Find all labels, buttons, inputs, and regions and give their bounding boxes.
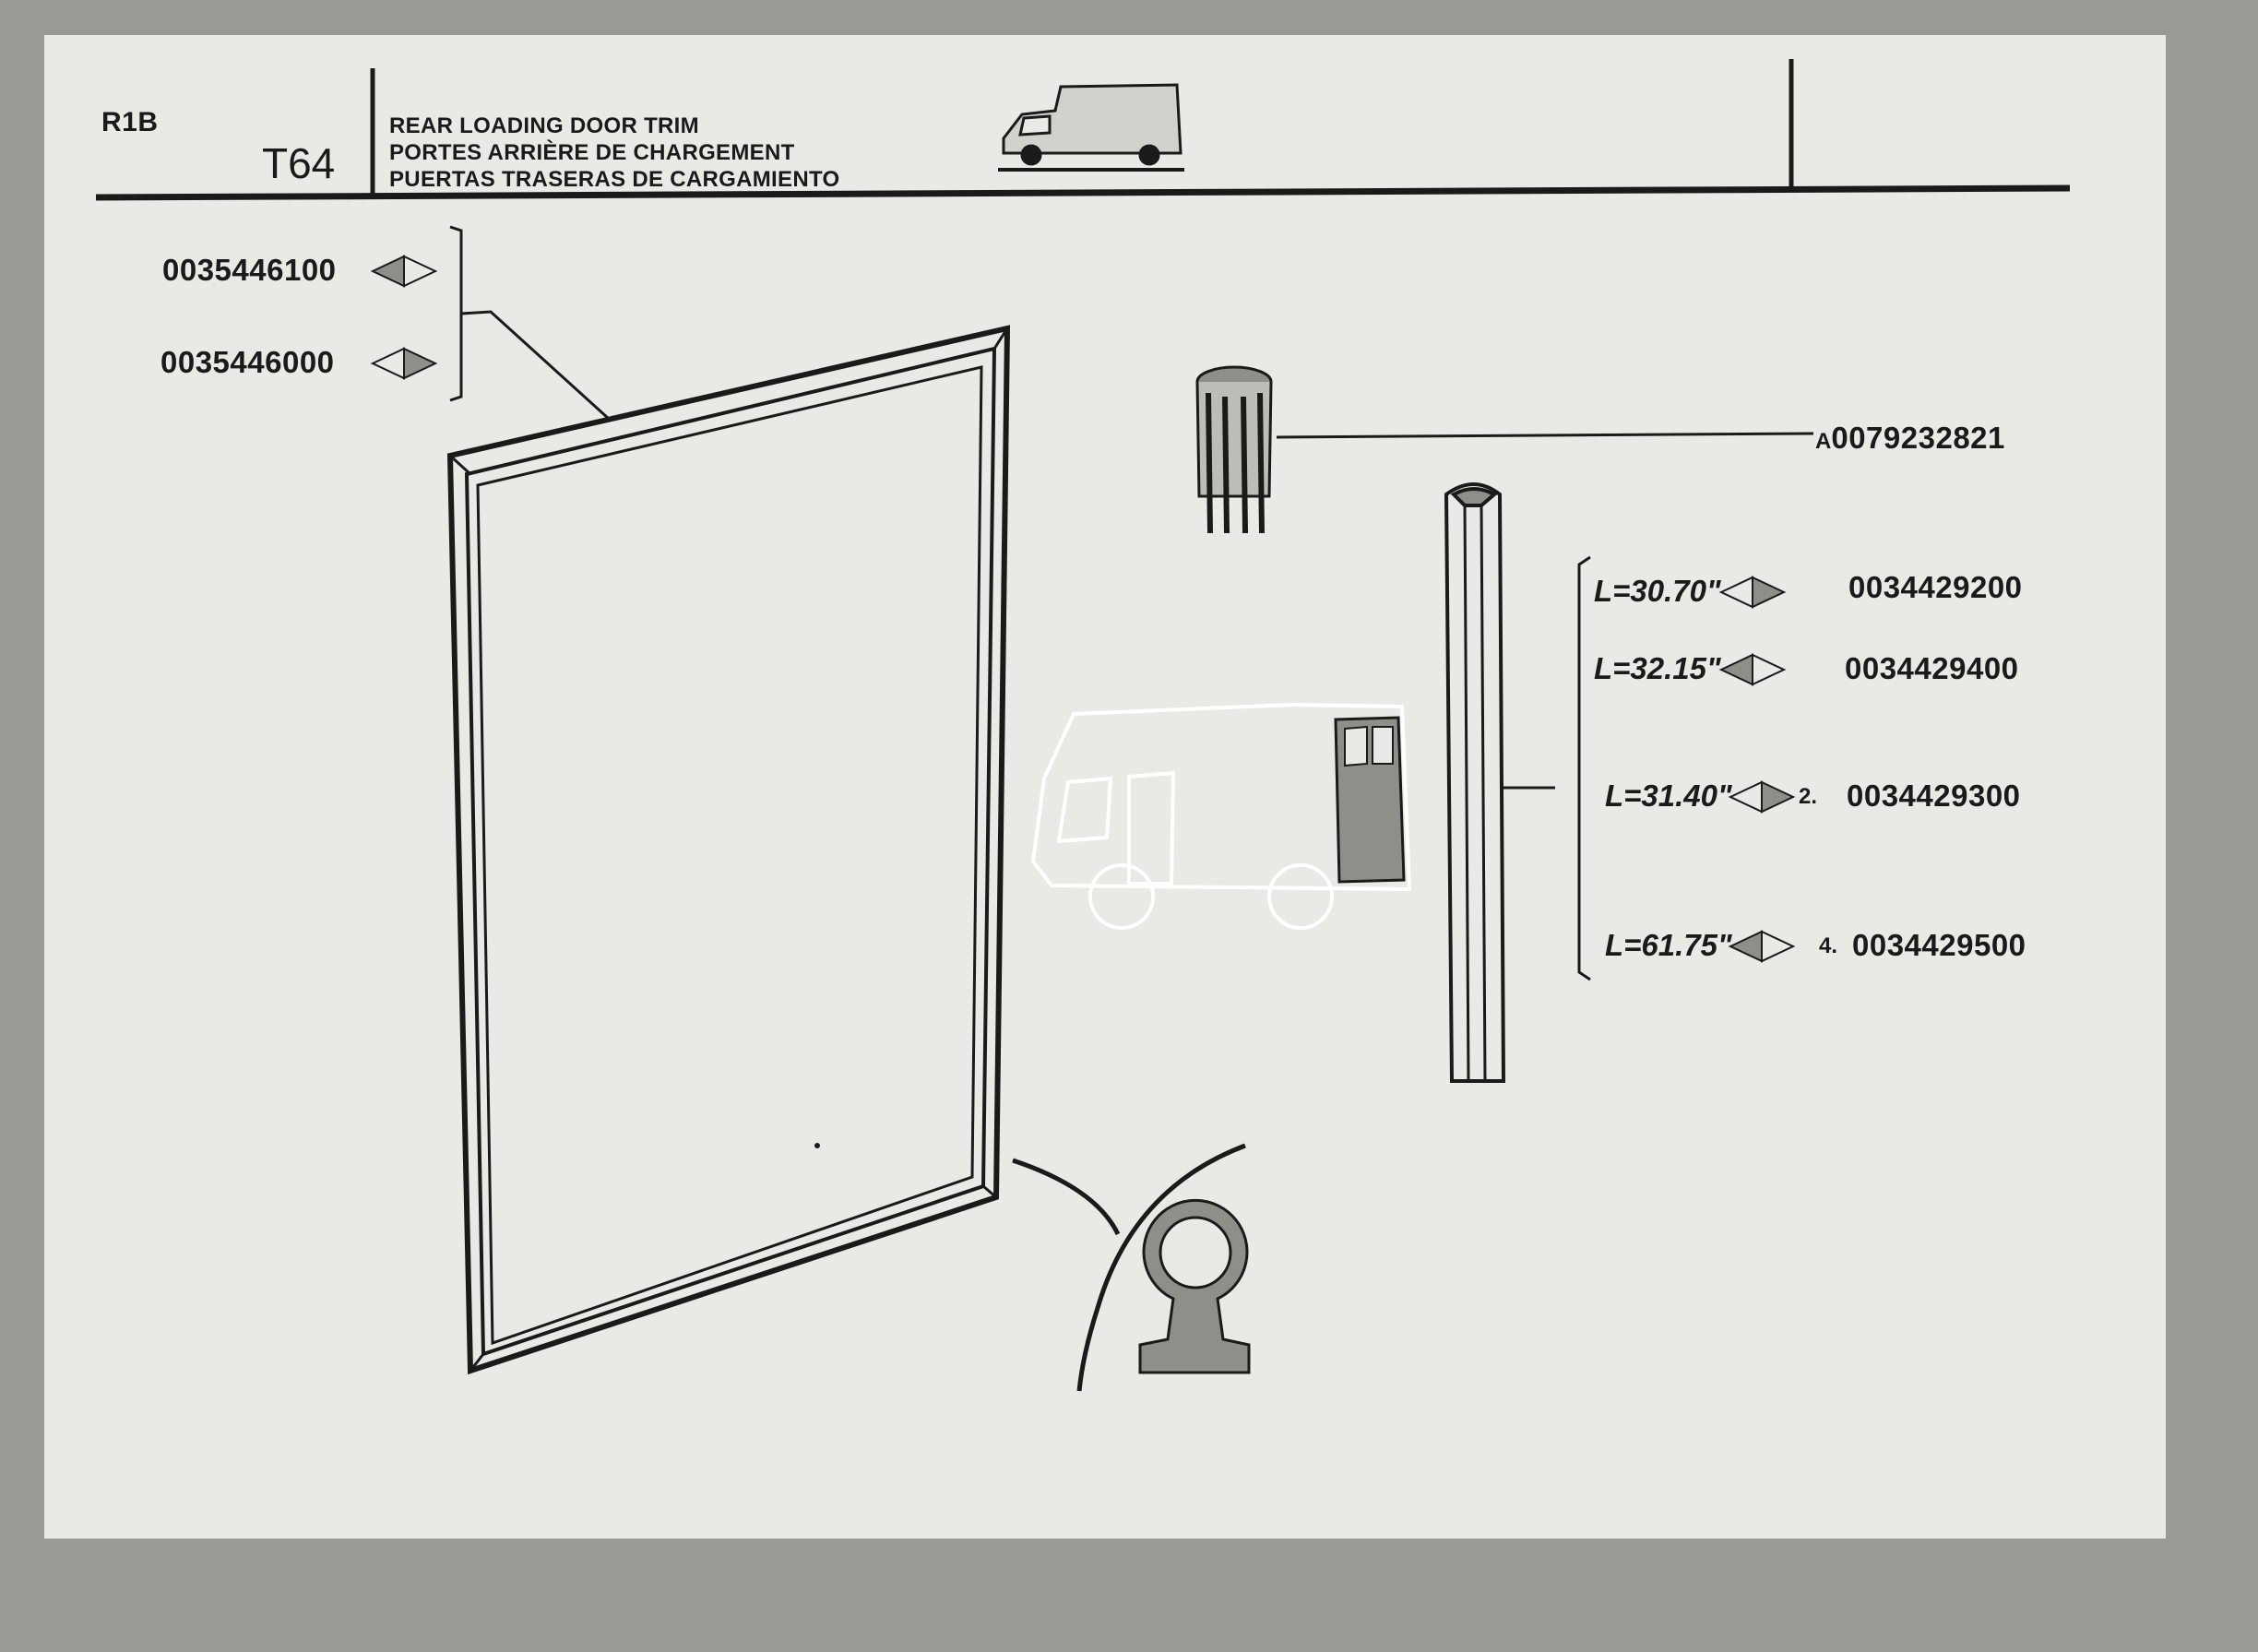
strip-length-3: L=31.40" [1605,778,1732,813]
plug-part-number: 0079232821 [1831,421,2005,455]
strips-bracket [1577,555,1591,981]
van-icon [998,83,1184,172]
page-code: T64 [262,139,336,187]
parts-illustration [95,59,2071,1392]
title-es: PUERTAS TRASERAS DE CARGAMIENTO [389,167,840,192]
location-van [1030,702,1412,930]
strip-part-number-2: 0034429400 [1845,651,2019,685]
print-speck [814,1143,820,1148]
strip-selector-diamond-4 [1728,930,1796,963]
title-block: REAR LOADING DOOR TRIM PORTES ARRIÈRE DE… [389,113,839,193]
strip-length-4: L=61.75" [1605,928,1732,962]
catalog-sheet: R1B T64 REAR LOADING DOOR TRIM PORTES AR… [44,35,2166,1539]
seal-bracket [449,225,611,421]
strip-length-2: L=32.15" [1594,651,1721,685]
title-fr: PORTES ARRIÈRE DE CHARGEMENT [389,140,795,165]
strip-qty-3: 2. [1799,784,1818,809]
strip-selector-diamond-2 [1718,653,1787,686]
plug-prefix: A [1815,429,1832,454]
seal-selector-left-diamond [370,255,438,288]
strip-qty-4: 4. [1819,933,1838,958]
plug-fastener [1195,365,1814,534]
door-frame-seal [446,325,1011,1375]
seal-part-number-right: 0035446000 [160,345,335,379]
header-rules [95,59,2071,201]
strip-length-1: L=30.70" [1594,574,1721,608]
strip-selector-diamond-1 [1718,576,1787,609]
seal-selector-right-diamond [370,347,438,380]
strip-part-number-3: 0034429300 [1847,778,2021,813]
title-en: REAR LOADING DOOR TRIM [389,113,699,138]
strip-part-number-1: 0034429200 [1848,570,2023,604]
seal-profile-leaders [1012,1143,1246,1392]
seal-cross-section [1138,1198,1251,1374]
plug-callout: A0079232821 [1815,421,2005,456]
weatherstrip-channel [1444,482,1555,1083]
strip-selector-diamond-3 [1728,780,1796,814]
seal-part-number-left: 0035446100 [162,253,337,287]
section-label: R1B [101,107,159,137]
strip-part-number-4: 0034429500 [1852,928,2026,962]
